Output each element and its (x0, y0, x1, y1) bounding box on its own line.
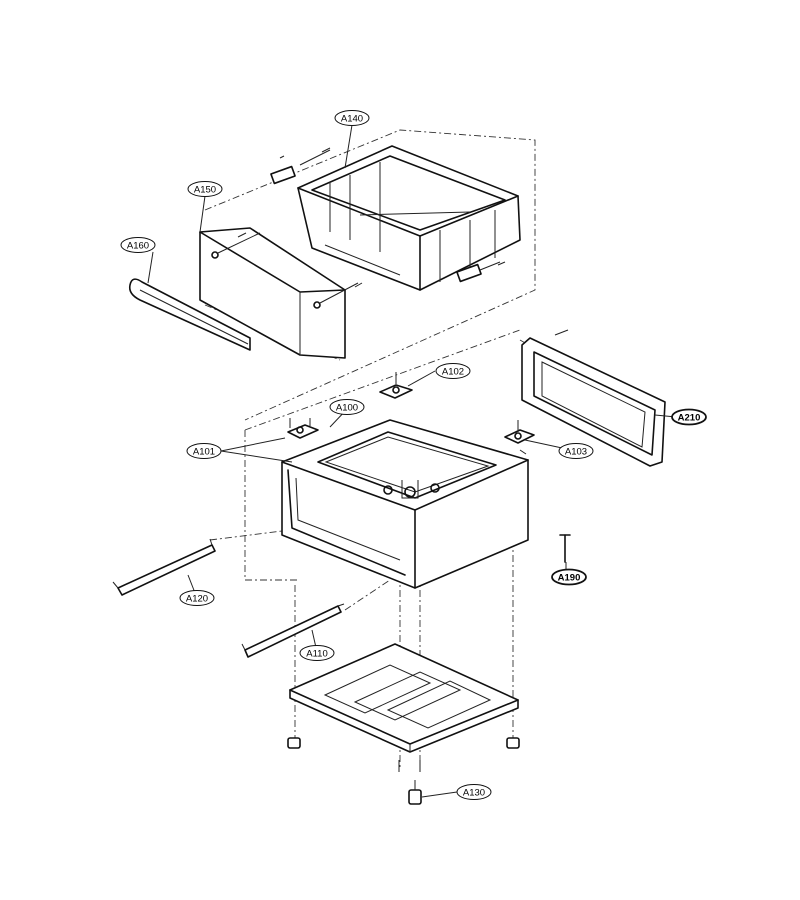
callout-a100: A100 (329, 399, 365, 415)
svg-text:A102: A102 (442, 367, 464, 378)
svg-text:A210: A210 (678, 413, 701, 424)
callout-a101: A101 (186, 443, 222, 459)
callout-a140: A140 (334, 110, 370, 126)
svg-text:A103: A103 (565, 447, 587, 458)
svg-text:A130: A130 (463, 788, 485, 799)
drawer-handle (128, 278, 251, 351)
side-rail-right (241, 603, 345, 658)
callout-a160: A160 (120, 237, 156, 253)
callout-a210: A210 (671, 408, 707, 426)
crisper-bin (270, 145, 521, 291)
svg-text:A110: A110 (306, 649, 327, 660)
svg-text:A101: A101 (193, 447, 215, 458)
svg-text:A190: A190 (558, 573, 581, 584)
hinge-brackets (287, 372, 535, 455)
side-rail-left (112, 538, 216, 596)
callout-a103: A103 (558, 443, 594, 459)
callout-a102: A102 (435, 363, 471, 379)
svg-text:A100: A100 (336, 403, 358, 414)
svg-text:A140: A140 (341, 114, 363, 125)
callout-a110: A110 (299, 645, 335, 661)
svg-text:A120: A120 (186, 594, 208, 605)
screw (559, 534, 571, 563)
callout-a150: A150 (187, 181, 223, 197)
side-frame (521, 329, 666, 467)
drawer-front-panel (199, 227, 359, 359)
base-tray (289, 643, 519, 753)
small-screws (237, 147, 506, 288)
housing (281, 419, 529, 589)
svg-text:A160: A160 (127, 241, 149, 252)
leveling-feet (287, 737, 520, 805)
callout-a130: A130 (456, 784, 492, 800)
svg-text:A150: A150 (194, 185, 216, 196)
callout-a190: A190 (551, 568, 587, 586)
callout-a120: A120 (179, 590, 215, 606)
